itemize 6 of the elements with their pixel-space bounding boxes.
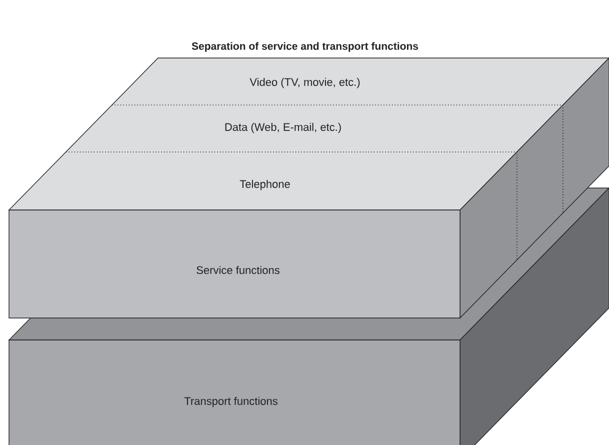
layer-box: Transport functions xyxy=(8,340,460,445)
layer-label: Data (Web, E-mail, etc.) xyxy=(225,122,341,134)
layer-label: Video (TV, movie, etc.) xyxy=(250,78,360,88)
title: Separation of service and transport functions xyxy=(192,42,418,52)
layer-label: Telephone xyxy=(240,180,290,190)
layer-box: Service functions xyxy=(8,210,460,318)
